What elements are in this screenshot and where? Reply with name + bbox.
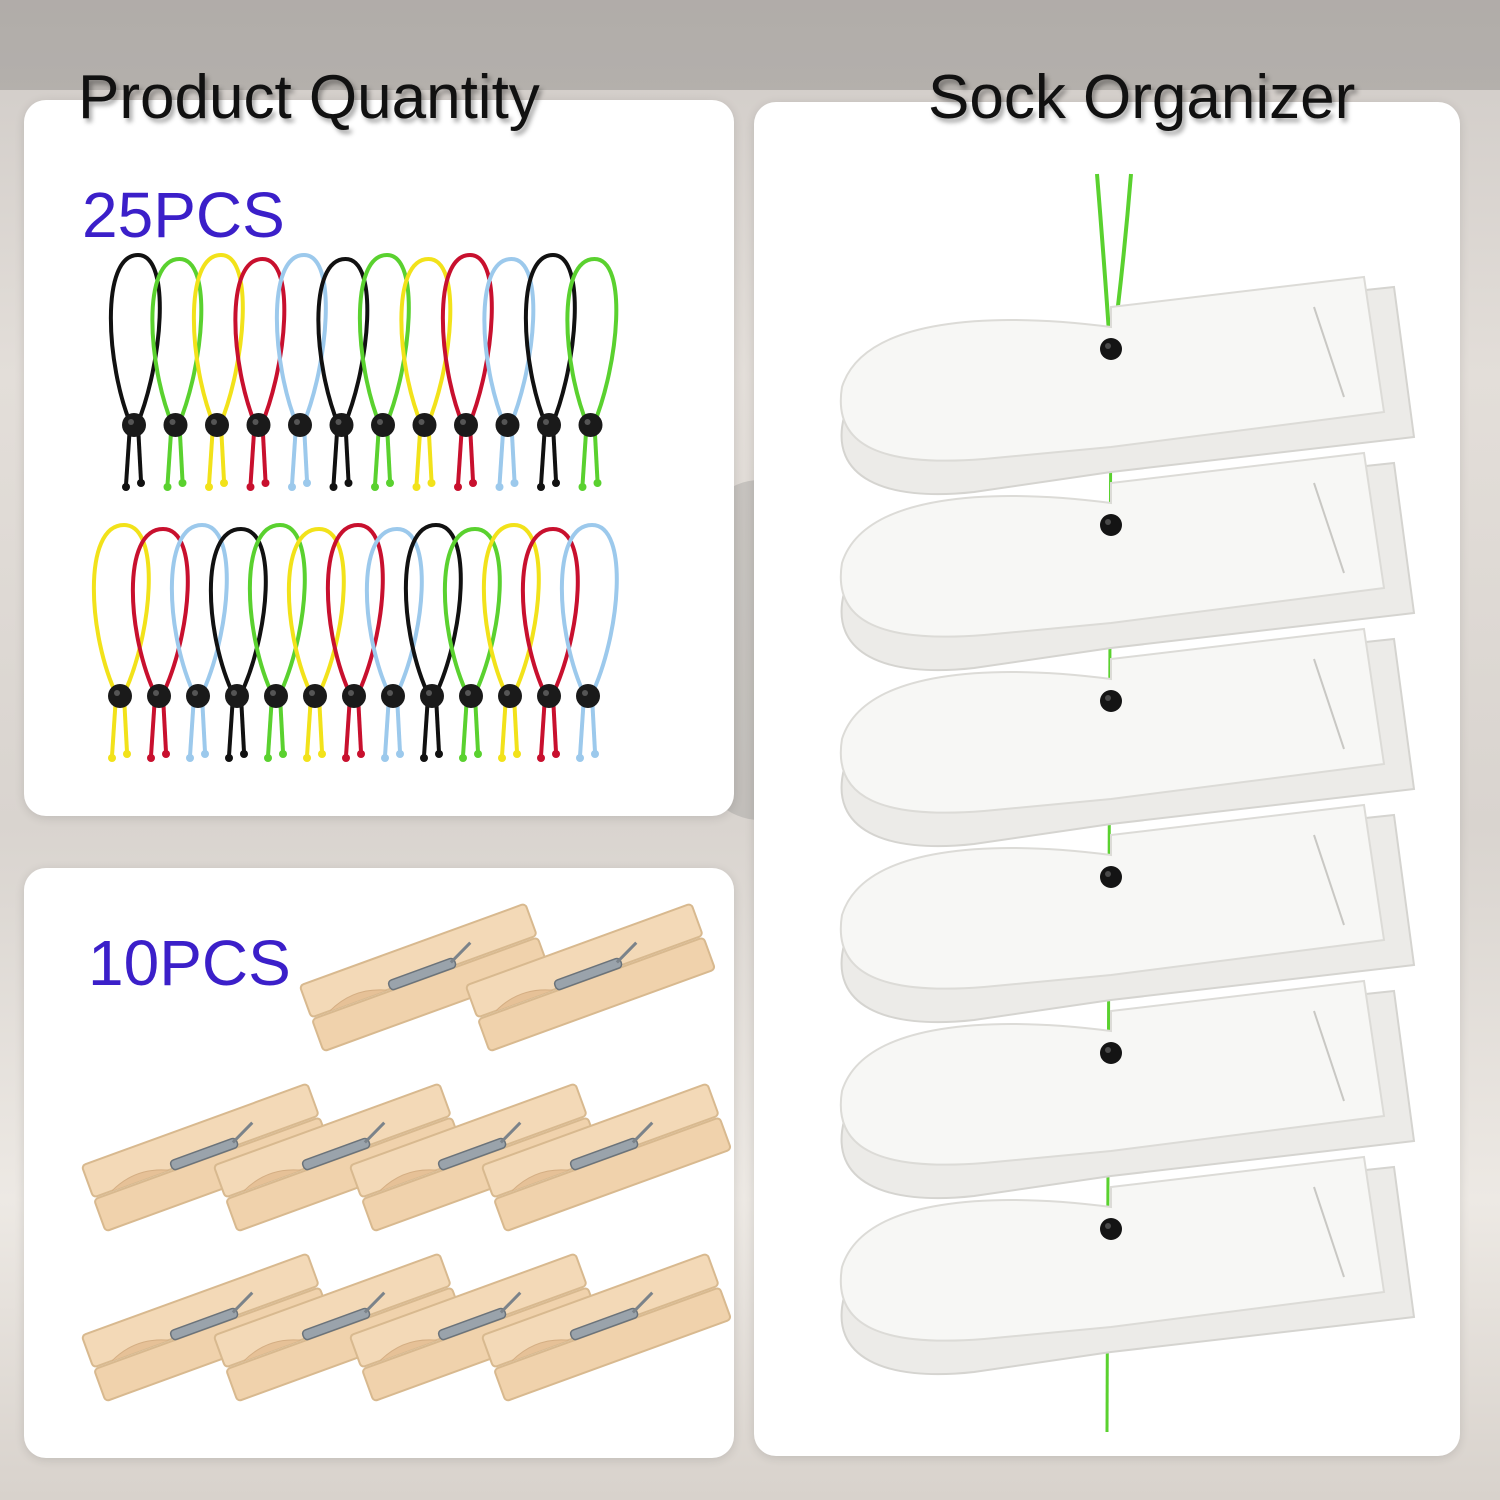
cord-lock-toggle-icon xyxy=(420,684,444,708)
clips-panel xyxy=(24,868,734,1458)
elastic-tie-icon xyxy=(286,526,346,762)
folded-white-sock-icon xyxy=(839,627,1416,848)
clips-count-label: 10PCS xyxy=(88,927,291,999)
cord-lock-toggle-icon xyxy=(163,413,188,437)
elastic-tie-icon xyxy=(91,522,151,762)
cord-lock-toggle-icon xyxy=(288,413,312,437)
cord-lock-toggle-icon xyxy=(1100,866,1122,888)
cord-lock-toggle-icon xyxy=(459,684,483,708)
cord-lock-toggle-icon xyxy=(225,684,249,708)
ties-panel xyxy=(24,100,734,816)
cord-lock-toggle-icon xyxy=(537,413,561,437)
elastic-tie-icon xyxy=(208,526,268,762)
folded-white-sock-icon xyxy=(839,803,1416,1024)
cord-lock-toggle-icon xyxy=(1100,338,1122,360)
elastic-tie-icon xyxy=(325,522,385,762)
cord-lock-toggle-icon xyxy=(246,413,271,437)
elastic-tie-icon xyxy=(169,522,229,762)
cord-lock-toggle-icon xyxy=(498,684,522,708)
clips-illustration xyxy=(81,903,732,1402)
elastic-tie-icon xyxy=(403,522,463,762)
cord-lock-toggle-icon xyxy=(371,413,395,437)
cord-lock-toggle-icon xyxy=(303,684,327,708)
wooden-clothespin-icon xyxy=(481,1083,732,1232)
socks-illustration xyxy=(839,173,1416,1433)
elastic-tie-icon xyxy=(520,526,580,762)
folded-white-sock-icon xyxy=(839,451,1416,672)
cord-lock-toggle-icon xyxy=(1100,690,1122,712)
elastic-tie-icon xyxy=(565,256,619,491)
ties-count-label: 25PCS xyxy=(82,179,285,251)
cord-lock-toggle-icon xyxy=(186,684,210,708)
sock-organizer-heading: Sock Organizer xyxy=(928,63,1356,132)
cord-lock-toggle-icon xyxy=(454,413,478,437)
product-quantity-heading: Product Quantity xyxy=(78,63,540,132)
folded-white-sock-icon xyxy=(839,1155,1416,1376)
cord-lock-toggle-icon xyxy=(205,413,229,437)
cord-lock-toggle-icon xyxy=(495,413,520,437)
cord-lock-toggle-icon xyxy=(342,684,366,708)
elastic-tie-icon xyxy=(481,522,541,762)
cord-lock-toggle-icon xyxy=(1100,1218,1122,1240)
cord-lock-toggle-icon xyxy=(147,684,171,708)
ties-illustration xyxy=(91,252,619,762)
elastic-tie-icon xyxy=(130,526,190,762)
cord-lock-toggle-icon xyxy=(122,413,146,437)
sock-organizer-panel xyxy=(754,102,1460,1456)
elastic-tie-icon xyxy=(399,256,453,491)
cord-lock-toggle-icon xyxy=(1100,1042,1122,1064)
background-window xyxy=(0,0,1500,90)
cord-lock-toggle-icon xyxy=(381,684,405,708)
wooden-clothespin-icon xyxy=(465,903,716,1052)
elastic-tie-icon xyxy=(247,522,307,762)
cord-lock-toggle-icon xyxy=(264,684,288,708)
cord-lock-toggle-icon xyxy=(108,684,132,708)
wooden-clothespin-icon xyxy=(299,903,550,1052)
folded-white-sock-icon xyxy=(839,979,1416,1200)
cord-lock-toggle-icon xyxy=(329,413,354,437)
folded-white-sock-icon xyxy=(839,275,1416,496)
cord-lock-toggle-icon xyxy=(412,413,437,437)
elastic-tie-icon xyxy=(108,252,162,491)
cord-lock-toggle-icon xyxy=(537,684,561,708)
elastic-tie-icon xyxy=(442,526,502,762)
cord-lock-toggle-icon xyxy=(578,413,603,437)
elastic-tie-icon xyxy=(559,522,619,762)
wooden-clothespin-icon xyxy=(481,1253,732,1402)
elastic-tie-icon xyxy=(364,526,424,762)
cord-lock-toggle-icon xyxy=(576,684,600,708)
cord-lock-toggle-icon xyxy=(1100,514,1122,536)
